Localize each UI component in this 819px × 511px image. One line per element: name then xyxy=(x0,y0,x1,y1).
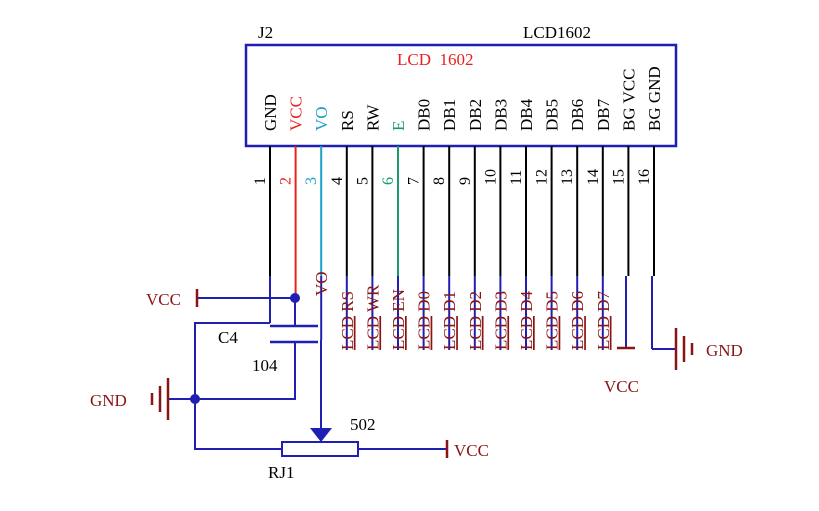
lcd-body-title: LCD 1602 xyxy=(397,50,474,69)
potentiometer-designator: RJ1 xyxy=(268,463,294,482)
pin-number-11: 11 xyxy=(508,170,525,185)
net-label-9: LCD D2 xyxy=(466,291,485,350)
vcc-label-pin15: VCC xyxy=(604,377,639,396)
gnd-symbol-left xyxy=(150,378,170,420)
pin-number-3: 3 xyxy=(303,177,320,185)
pin-number-8: 8 xyxy=(431,177,448,185)
pin-name-13: DB6 xyxy=(568,99,587,131)
potentiometer-rj1 xyxy=(281,441,359,457)
pin-number-4: 4 xyxy=(329,177,346,185)
pin-name-11: DB4 xyxy=(517,98,536,131)
pin-name-4: RS xyxy=(338,110,357,131)
pin-name-2: VCC xyxy=(287,96,306,131)
pin-number-13: 13 xyxy=(559,169,576,185)
wiring xyxy=(168,276,676,450)
net-label-8: LCD D1 xyxy=(440,291,459,350)
pin-number-9: 9 xyxy=(457,177,474,185)
pin-number-10: 10 xyxy=(482,169,499,185)
pin-number-2: 2 xyxy=(278,177,295,185)
net-label-4: LCD RS xyxy=(338,291,357,350)
pin-number-14: 14 xyxy=(585,169,602,185)
pin-number-5: 5 xyxy=(354,177,371,185)
pin-number-12: 12 xyxy=(534,169,551,185)
net-label-5: LCD WR xyxy=(363,284,382,350)
pin-name-3: VO xyxy=(312,106,331,131)
junction-dot xyxy=(190,394,200,404)
watermark: 掘金技术社区 @ jeikerxiao xyxy=(602,473,803,492)
net-label-3: VO xyxy=(312,271,331,296)
gnd-symbol-pin16 xyxy=(674,328,694,370)
pin-number-7: 7 xyxy=(406,177,423,185)
pin-name-12: DB5 xyxy=(543,99,562,131)
component-part-name: LCD1602 xyxy=(523,23,591,42)
capacitor-value: 104 xyxy=(252,356,278,375)
pin-name-14: DB7 xyxy=(594,98,613,131)
gnd-label-pin16: GND xyxy=(706,341,743,360)
pin-number-1: 1 xyxy=(252,177,269,185)
pin-name-10: DB3 xyxy=(491,99,510,131)
vcc-label-pot: VCC xyxy=(454,441,489,460)
junction-dot xyxy=(290,293,300,303)
net-label-11: LCD D4 xyxy=(517,290,536,350)
pin-name-16: BG GND xyxy=(645,66,664,131)
pin-name-7: DB0 xyxy=(415,99,434,131)
potentiometer-value: 502 xyxy=(350,415,376,434)
pin-name-1: GND xyxy=(261,94,280,131)
net-label-13: LCD D6 xyxy=(568,291,587,350)
capacitor-c4 xyxy=(270,324,318,344)
net-label-7: LCD D0 xyxy=(415,291,434,350)
vcc-label-left: VCC xyxy=(146,290,181,309)
pin-name-6: E xyxy=(389,121,408,131)
pin-number-15: 15 xyxy=(610,169,627,185)
net-label-6: LCD EN xyxy=(389,289,408,350)
pin-name-9: DB2 xyxy=(466,99,485,131)
pin-number-6: 6 xyxy=(380,177,397,185)
net-label-14: LCD D7 xyxy=(594,290,613,350)
wire-cap-bottom xyxy=(195,342,296,400)
capacitor-designator: C4 xyxy=(218,328,238,347)
pin-name-8: DB1 xyxy=(440,99,459,131)
wiper-arrow xyxy=(310,428,332,442)
pin-name-15: BG VCC xyxy=(619,68,638,131)
pin-name-5: RW xyxy=(363,104,382,131)
component-designator: J2 xyxy=(258,23,273,42)
lcd-body xyxy=(244,43,678,148)
net-label-12: LCD D5 xyxy=(543,291,562,350)
gnd-label-left: GND xyxy=(90,391,127,410)
net-label-10: LCD D3 xyxy=(491,291,510,350)
wire-gnd-bus xyxy=(194,322,282,450)
pin-number-16: 16 xyxy=(636,169,653,185)
